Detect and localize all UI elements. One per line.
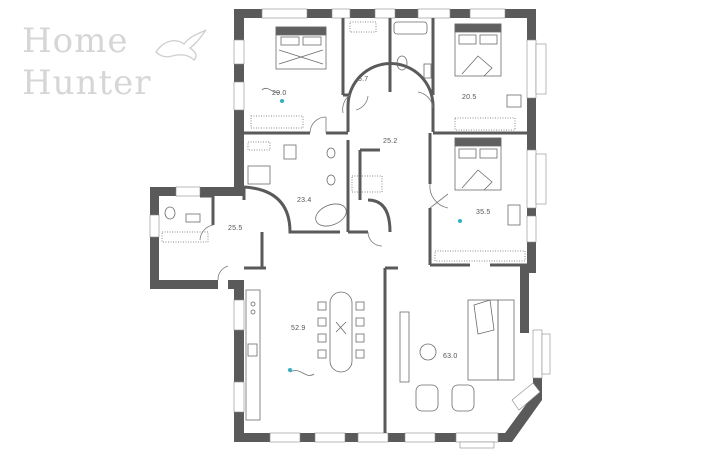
bed-icon-ne: [454, 23, 502, 77]
bed-icon-nw: [275, 26, 327, 70]
doors: [199, 91, 449, 281]
windows: [149, 8, 551, 449]
area-bedroom-e: 35.5: [476, 209, 491, 216]
interior-walls: [200, 18, 527, 433]
area-hall: 25.2: [383, 138, 398, 145]
area-bedroom-nw: 29.0: [272, 90, 287, 97]
dining-table-icon: [317, 291, 365, 373]
plant-icon: [289, 370, 315, 376]
furniture: [161, 21, 526, 421]
area-storage: 5.7: [358, 76, 369, 83]
area-bathroom-mid: 23.4: [297, 197, 312, 204]
area-bedroom-ne: 20.5: [462, 94, 477, 101]
bed-icon-e: [454, 137, 502, 191]
brand-line-1: Home: [22, 21, 129, 61]
area-kitchen-dining: 52.9: [291, 325, 306, 332]
brand-line-2: Hunter: [22, 63, 152, 103]
exterior-walls: [150, 9, 542, 442]
position-markers: [280, 99, 462, 372]
brand-logo: Home Hunter: [22, 24, 207, 106]
area-living: 63.0: [443, 353, 458, 360]
plant-icon: [261, 87, 281, 94]
hunter-bird-icon: [155, 29, 207, 61]
area-utility-w: 25.5: [228, 225, 243, 232]
